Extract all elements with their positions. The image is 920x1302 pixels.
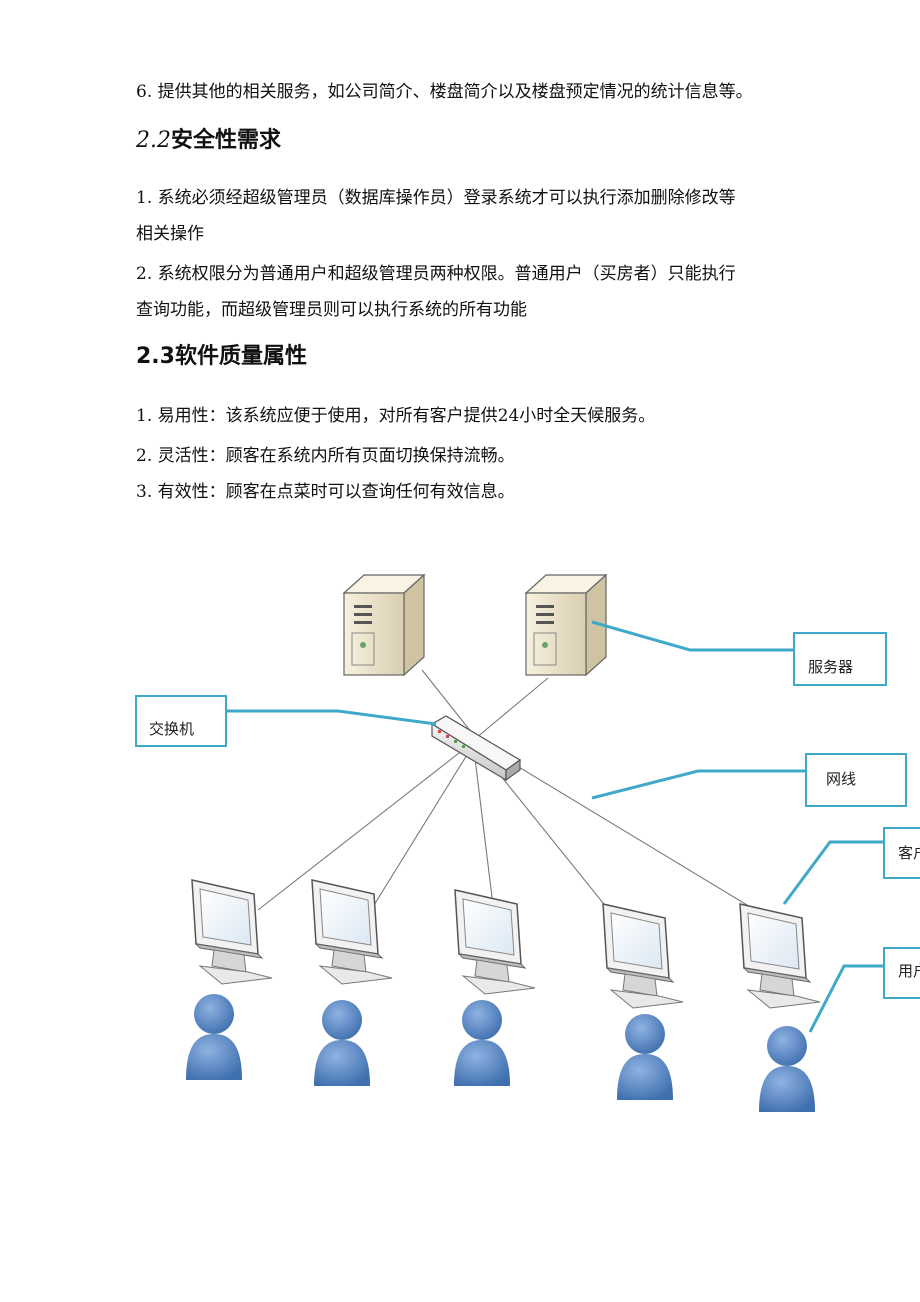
client-callout-line xyxy=(782,840,884,905)
user-3-icon xyxy=(454,1000,510,1086)
switch-callout-line xyxy=(226,709,437,726)
server-label: 服务器 xyxy=(808,658,853,676)
wire-switch-to-server-1 xyxy=(421,669,477,739)
security-item-2-line-2: 查询功能，而超级管理员则可以执行系统的所有功能 xyxy=(136,300,527,320)
user-4-icon xyxy=(617,1014,673,1100)
security-item-1-line-1: 1. 系统必须经超级管理员（数据库操作员）登录系统才可以执行添加删除修改等 xyxy=(136,188,736,208)
quality-heading: 2.3软件质量属性 xyxy=(136,344,307,369)
switch-label-box xyxy=(135,695,227,747)
network-diagram: 服务器 交换机 网线 客户 用户 xyxy=(135,574,920,1112)
service-item-6: 6. 提供其他的相关服务，如公司简介、楼盘简介以及楼盘预定情况的统计信息等。 xyxy=(136,82,753,102)
quality-item-1: 1. 易用性：该系统应便于使用，对所有客户提供24小时全天候服务。 xyxy=(136,406,656,426)
user-callout-line xyxy=(808,964,884,1033)
server-callout-line xyxy=(591,620,794,652)
user-label: 用户 xyxy=(898,962,920,980)
quality-item-2: 2. 灵活性：顾客在系统内所有页面切换保持流畅。 xyxy=(136,446,515,466)
client-4-monitor-icon xyxy=(602,903,684,1009)
quality-item-3: 3. 有效性：顾客在点菜时可以查询任何有效信息。 xyxy=(136,482,515,502)
wire-switch-to-client-1 xyxy=(257,745,469,911)
wire-switch-to-server-2 xyxy=(475,677,549,739)
user-1-icon xyxy=(186,994,242,1080)
client-label-box xyxy=(883,827,920,879)
security-heading-number: 2.2 xyxy=(136,128,171,153)
security-item-1-line-2: 相关操作 xyxy=(136,224,204,244)
cable-label-box xyxy=(805,753,907,807)
server-2-icon xyxy=(525,574,607,676)
network-wires xyxy=(257,669,753,945)
client-3-monitor-icon xyxy=(454,889,536,995)
security-heading-text: 安全性需求 xyxy=(171,128,282,153)
server-label-box xyxy=(793,632,887,686)
security-heading: 2.2安全性需求 xyxy=(136,126,281,156)
user-5-icon xyxy=(759,1026,815,1112)
client-1-monitor-icon xyxy=(191,879,273,985)
client-label: 客户 xyxy=(898,844,920,862)
client-5-monitor-icon xyxy=(739,903,821,1009)
wire-switch-to-client-2 xyxy=(365,749,471,919)
switch-label: 交换机 xyxy=(149,720,194,738)
switch-icon xyxy=(430,715,522,782)
cable-label: 网线 xyxy=(826,770,856,788)
wire-switch-to-client-5 xyxy=(483,745,753,909)
user-2-icon xyxy=(314,1000,370,1086)
user-label-box xyxy=(883,947,920,999)
security-item-2-line-1: 2. 系统权限分为普通用户和超级管理员两种权限。普通用户（买房者）只能执行 xyxy=(136,264,736,284)
server-1-icon xyxy=(343,574,425,676)
cable-callout-line xyxy=(591,769,806,800)
